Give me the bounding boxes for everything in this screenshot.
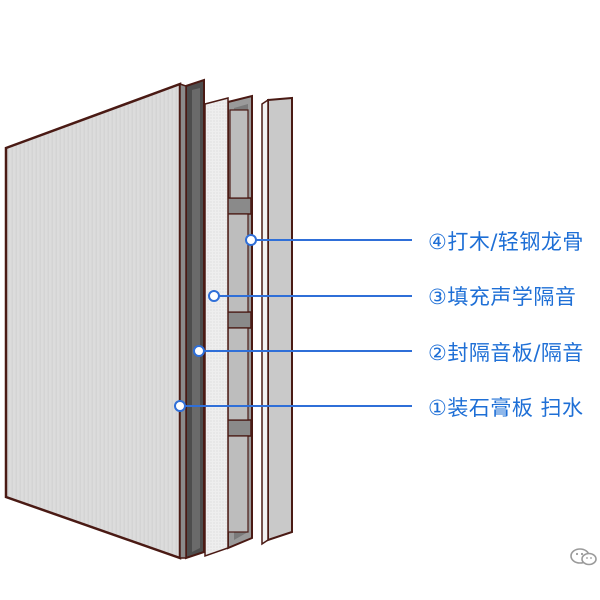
wechat-icon xyxy=(570,548,597,566)
callout-4 xyxy=(245,234,412,246)
soundproof-board xyxy=(185,78,205,560)
callout-1 xyxy=(174,400,412,412)
callout-label-3: ③填充声学隔音 xyxy=(428,285,577,309)
callout-2 xyxy=(193,345,412,357)
callout-label-2: ②封隔音板/隔音 xyxy=(428,341,584,365)
back-board xyxy=(261,96,293,546)
callout-3 xyxy=(208,290,412,302)
callout-label-4: ④打木/轻钢龙骨 xyxy=(428,230,584,254)
gypsum-board xyxy=(4,82,187,560)
acoustic-insulation xyxy=(204,97,229,558)
callout-label-1: ①装石膏板 扫水 xyxy=(428,396,584,420)
